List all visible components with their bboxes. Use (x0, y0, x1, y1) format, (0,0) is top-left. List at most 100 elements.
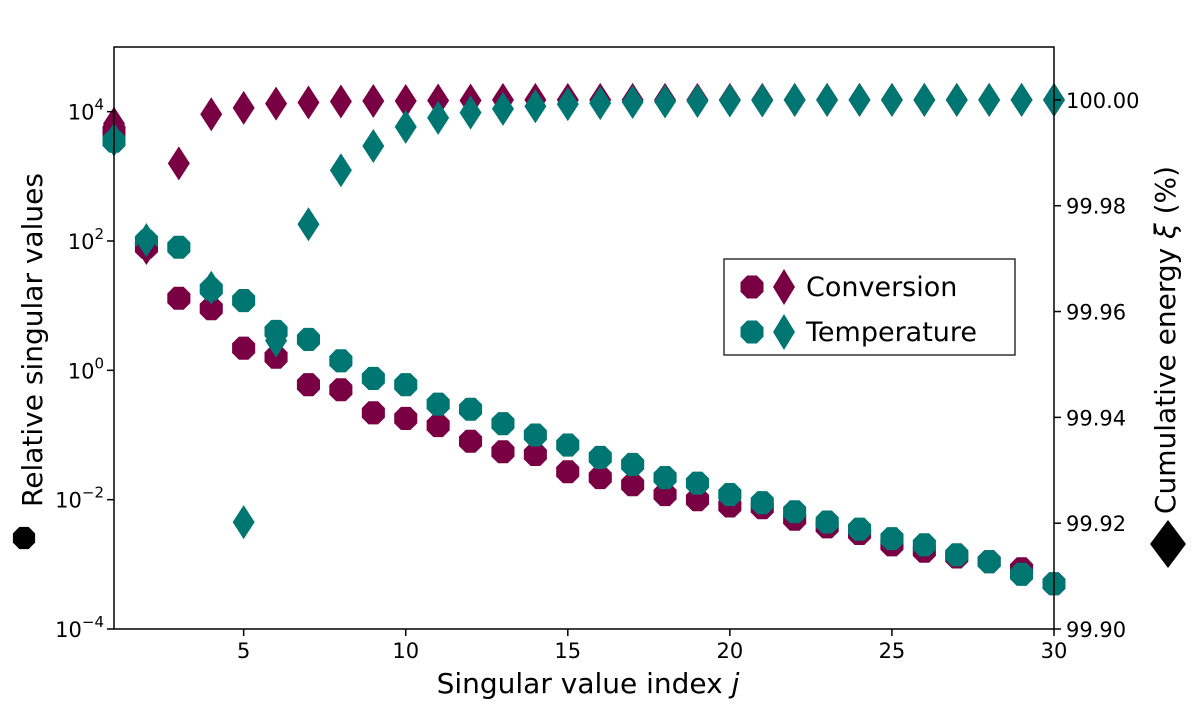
conversion-singular-value-point (588, 466, 612, 490)
temperature-singular-value-point (394, 373, 418, 397)
temperature-cumulative-energy-point (362, 128, 385, 163)
temperature-singular-value-point (296, 327, 320, 351)
temperature-singular-value-point (232, 289, 256, 313)
temperature-singular-value-point (167, 235, 191, 259)
conversion-cumulative-energy-point (200, 97, 223, 132)
conversion-cumulative-energy-point (362, 83, 385, 118)
temperature-singular-value-point (459, 397, 483, 421)
legend-diamond-icon (773, 269, 795, 305)
conversion-cumulative-energy-point (394, 83, 417, 118)
temperature-singular-value-point (556, 433, 580, 457)
conversion-singular-value-point (296, 373, 320, 397)
temperature-cumulative-energy-point (913, 82, 936, 117)
temperature-singular-value-point (783, 500, 807, 524)
conversion-singular-value-point (653, 483, 677, 507)
temperature-cumulative-energy-point (556, 87, 579, 122)
temperature-singular-value-point (815, 510, 839, 534)
left-axis-label-group: Relative singular values (16, 173, 49, 507)
temperature-singular-value-point (912, 533, 936, 557)
temperature-singular-value-point (945, 543, 969, 567)
conversion-singular-value-point (426, 414, 450, 438)
diamond-marker-icon (1150, 520, 1186, 568)
legend-label-conversion: Conversion (806, 272, 957, 303)
temperature-cumulative-energy-point (589, 86, 612, 121)
left-axis-label: Relative singular values (16, 173, 49, 507)
conversion-cumulative-energy-point (232, 90, 255, 125)
temperature-cumulative-energy-point (783, 82, 806, 117)
conversion-cumulative-energy-point (265, 86, 288, 121)
right-tick-label: 99.98 (1066, 195, 1126, 219)
right-axis-ticks: 100.00 99.98 99.96 99.94 99.92 99.90 (1054, 89, 1139, 642)
conversion-singular-value-point (199, 297, 223, 321)
temperature-singular-value-point (523, 423, 547, 447)
legend-box (723, 258, 1016, 356)
temperature-cumulative-energy-point (718, 83, 741, 118)
conversion-cumulative-energy-point (167, 146, 190, 181)
temperature-singular-value-point (750, 491, 774, 515)
conversion-singular-value-point (232, 336, 256, 360)
temperature-cumulative-energy-point (751, 83, 774, 118)
legend: Conversion Temperature (723, 258, 1016, 356)
conversion-cumulative-energy-point (329, 84, 352, 119)
right-tick-label: 99.92 (1066, 512, 1126, 536)
conversion-singular-value-point (394, 406, 418, 430)
temperature-cumulative-energy-point (686, 83, 709, 118)
temperature-cumulative-energy-point (394, 109, 417, 144)
right-tick-label: 99.94 (1066, 406, 1126, 430)
temperature-cumulative-energy-point (427, 100, 450, 135)
conversion-singular-value-point (685, 488, 709, 512)
temperature-singular-value-point (848, 517, 872, 541)
conversion-singular-value-point (459, 429, 483, 453)
temperature-singular-value-point (880, 527, 904, 551)
temperature-singular-value-point (977, 550, 1001, 574)
x-tick-label: 20 (716, 639, 743, 663)
temperature-cumulative-energy-point (978, 82, 1001, 117)
left-tick-label: 102 (68, 225, 104, 254)
temperature-singular-value-point (718, 483, 742, 507)
temperature-singular-value-point (426, 392, 450, 416)
legend-octagon-icon (740, 320, 764, 344)
left-tick-label: 100 (68, 354, 104, 383)
x-tick-label: 10 (392, 639, 419, 663)
temperature-cumulative-energy-point (1010, 82, 1033, 117)
temperature-singular-value-point (685, 471, 709, 495)
conversion-singular-value-point (491, 440, 515, 464)
x-tick-label: 30 (1041, 639, 1068, 663)
right-tick-label: 99.96 (1066, 301, 1126, 325)
temperature-cumulative-energy-point (848, 82, 871, 117)
temperature-cumulative-energy-point (265, 323, 288, 358)
temperature-singular-value-point (491, 412, 515, 436)
legend-conversion-markers (740, 269, 795, 305)
temperature-cumulative-energy-point (654, 84, 677, 119)
temperature-singular-value-point (329, 349, 353, 373)
right-axis-label: Cumulative energy ξ (%) (1149, 166, 1182, 514)
temperature-cumulative-energy-point (135, 223, 158, 258)
right-axis-label-group: Cumulative energy ξ (%) (1149, 166, 1182, 514)
temperature-cumulative-energy-point (491, 91, 514, 126)
conversion-cumulative-energy-point (427, 83, 450, 118)
temperature-singular-value-point (653, 466, 677, 490)
legend-diamond-icon (773, 314, 795, 350)
temperature-cumulative-energy-point (945, 82, 968, 117)
left-tick-label: 10−2 (55, 484, 104, 513)
temperature-cumulative-energy-point (232, 505, 255, 540)
conversion-singular-value-point (523, 442, 547, 466)
temperature-singular-value-point (621, 452, 645, 476)
temperature-singular-value-point (361, 366, 385, 390)
conversion-singular-value-point (556, 460, 580, 484)
conversion-singular-value-point (167, 286, 191, 310)
x-tick-label: 25 (879, 639, 906, 663)
temperature-singular-value-point (588, 445, 612, 469)
right-tick-label: 100.00 (1066, 89, 1139, 113)
conversion-singular-value-point (361, 401, 385, 425)
temperature-cumulative-energy-point (200, 270, 223, 305)
temperature-cumulative-energy-point (816, 82, 839, 117)
temperature-cumulative-energy-point (329, 153, 352, 188)
legend-temperature-markers (740, 314, 795, 350)
temperature-cumulative-energy-point (459, 95, 482, 130)
left-tick-label: 10−4 (55, 613, 104, 642)
legend-octagon-icon (740, 275, 764, 299)
right-tick-label: 99.90 (1066, 618, 1126, 642)
